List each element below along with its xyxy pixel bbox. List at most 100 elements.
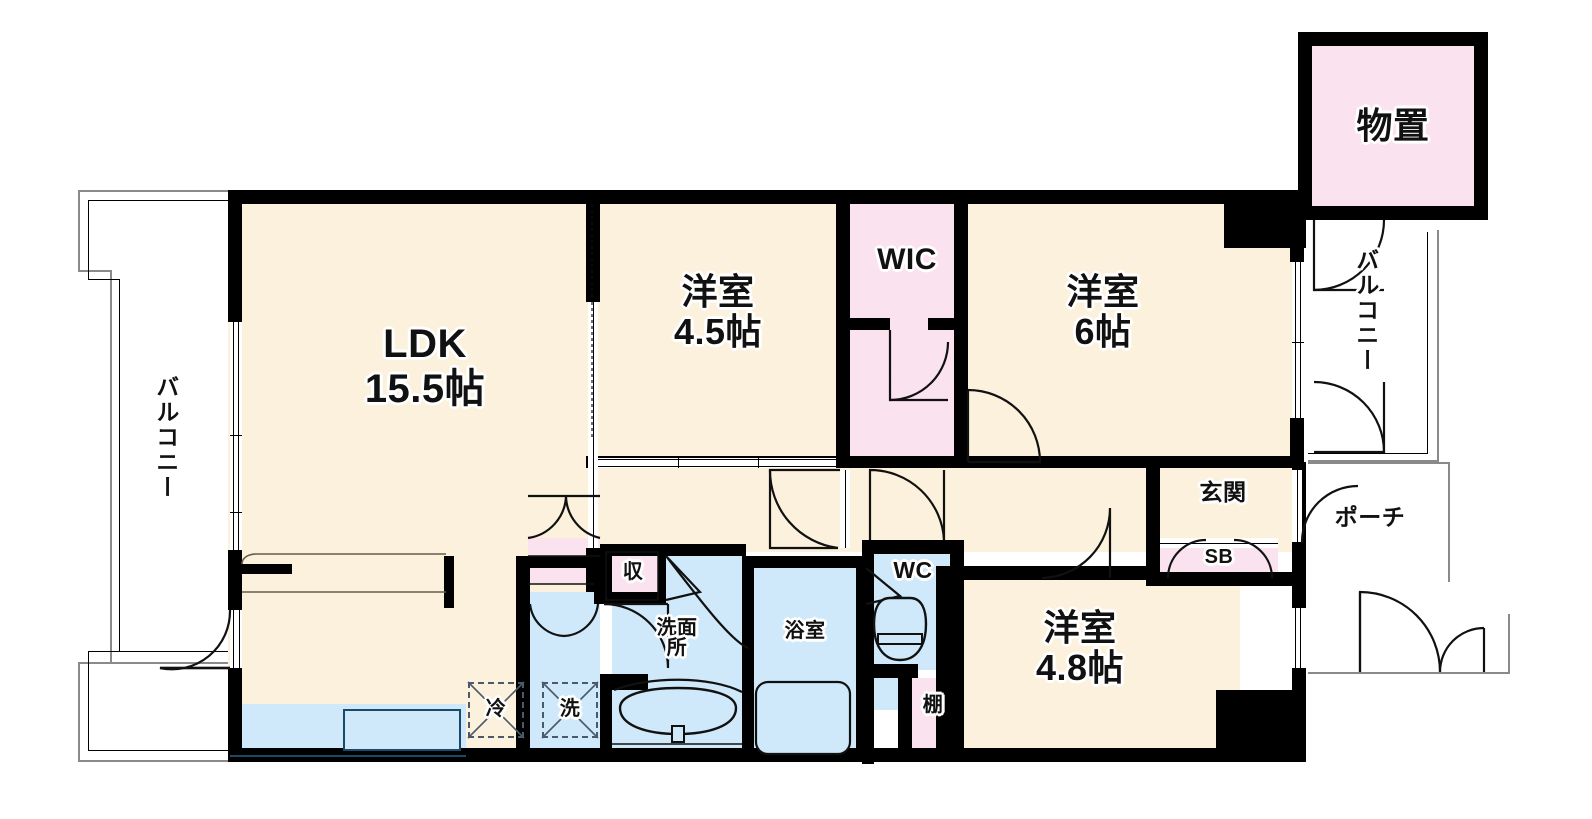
wall-shelf-left — [898, 664, 912, 762]
washitsu45-corridor-slider — [598, 458, 836, 468]
door-swing-entrance — [1300, 484, 1359, 543]
wall-washitsu48-notch — [1216, 690, 1306, 762]
wall-washer-right — [594, 556, 604, 604]
balcony-left-rail-left-c — [88, 651, 89, 751]
wall-wic-bottom — [836, 456, 968, 468]
wall-left-ldk-b — [228, 550, 242, 610]
wall-right-washitsu6-a — [1290, 248, 1304, 262]
wall-top-right-block — [1224, 190, 1300, 248]
room-genkan — [1160, 470, 1300, 542]
balcony-left-rail-bottom — [88, 651, 231, 652]
wic-door-jamb-left — [848, 318, 890, 330]
w6-win-line-2 — [1300, 262, 1301, 418]
ldk-window-line-2 — [238, 322, 239, 550]
wall-washitsu6-bottom — [968, 456, 1304, 468]
wall-corridor-bottom-a — [1146, 462, 1160, 552]
balcony-right-rail-bottom — [1308, 453, 1428, 454]
ldk-west-door-line-1 — [233, 610, 234, 668]
door-swing-ldk-west — [159, 609, 232, 671]
ldk-w45-slide-line — [593, 302, 594, 548]
wall-left-ldk-a — [228, 190, 242, 322]
wall-washroom-basin-left — [600, 674, 648, 690]
wall-kitchen-counter-right — [444, 556, 454, 608]
w45-slider-tick-b — [758, 458, 759, 468]
balcony-left-outline-top — [78, 190, 230, 192]
balcony-left-outline-bottom2 — [78, 760, 230, 762]
porch-outline-bevel — [1448, 560, 1450, 562]
door-leaf-w45-line — [845, 470, 846, 548]
wall-washitsu48-top — [936, 566, 1160, 580]
w6-win-tick — [1292, 342, 1304, 343]
fridge-box — [468, 682, 524, 738]
balcony-left-outline-left-a — [78, 190, 80, 272]
balcony-left-rail-step — [88, 279, 120, 280]
ldk-window-tick-2 — [230, 512, 242, 513]
room-washitsu-6-ext — [1238, 248, 1300, 462]
w48-win-line-2 — [1300, 608, 1301, 668]
porch-outline-top — [1308, 462, 1450, 464]
label-balcony-right: バルコニー — [1352, 248, 1379, 373]
wall-shelf-right — [950, 664, 964, 762]
wall-storage-bottom — [1298, 206, 1488, 220]
porch-outline-bottom — [1308, 672, 1510, 674]
w45-slider-tick-a — [678, 458, 679, 468]
wall-wc-top — [862, 540, 964, 554]
porch-outline-right-a — [1448, 462, 1450, 582]
label-porch: ポーチ — [1334, 504, 1406, 530]
ldk-window-tick-1 — [230, 435, 242, 436]
wall-washitsu45-wic — [836, 190, 850, 468]
washitsu48-east-window — [1292, 608, 1304, 668]
closet-strip-lower — [528, 568, 594, 584]
room-bathroom — [748, 568, 858, 760]
label-balcony-left: バルコニー — [152, 375, 179, 500]
w45-slider-line-a — [598, 459, 836, 460]
room-washitsu-4-5 — [598, 192, 838, 462]
wall-kitchen-counter-stub — [242, 564, 292, 574]
balcony-left-outline-left-b — [110, 270, 112, 664]
door-swing-porch-a — [1358, 590, 1442, 673]
door-swing-balcony-right — [1313, 380, 1386, 454]
balcony-left-rail-left-b — [119, 279, 120, 652]
washer-box — [542, 682, 598, 738]
balcony-left-rail-left-a — [88, 200, 89, 280]
door-swing-porch-b — [1438, 626, 1485, 673]
balcony-left-outline-left-c — [78, 662, 80, 762]
wall-bath-right — [856, 556, 868, 762]
wall-washroom-sho-right — [658, 544, 666, 602]
balcony-left-rail-bottom2 — [88, 750, 231, 751]
wall-washer-top — [516, 556, 598, 568]
w6-win-line-1 — [1295, 262, 1296, 418]
door-swing-storage — [1312, 219, 1386, 292]
wall-left-ldk-c — [228, 668, 242, 762]
wall-washroom-left-b — [600, 592, 666, 604]
balcony-right-outline-right — [1437, 230, 1439, 462]
wall-genkan-bottom — [1146, 572, 1306, 586]
ldk-west-door-line-2 — [239, 610, 240, 668]
wall-bath-left — [742, 556, 754, 762]
w48-win-line-1 — [1295, 608, 1296, 668]
ldk-window-line-1 — [233, 322, 234, 550]
genkan-sb-divider-line — [1160, 543, 1278, 544]
wall-bath-top — [742, 556, 868, 568]
room-storage — [1312, 44, 1474, 216]
balcony-left-outline-step — [78, 270, 112, 272]
wall-washitsu48-left — [936, 566, 950, 762]
wall-washroom-top — [600, 544, 746, 556]
washitsu6-east-window — [1292, 262, 1304, 418]
wall-wc-right — [950, 540, 964, 670]
closet-strip-upper — [528, 538, 600, 556]
porch-outline-right-b — [1508, 614, 1510, 674]
wall-storage-right — [1474, 32, 1488, 220]
balcony-left-rail-top — [88, 200, 231, 201]
wall-washroom-basin-base — [600, 674, 612, 762]
balcony-right-outline-bottom — [1308, 460, 1439, 462]
wall-balcony-right-left-a — [1292, 190, 1306, 248]
balcony-left-outline-bottom — [78, 662, 230, 664]
ldk-west-sliding-door — [230, 322, 242, 550]
wall-washitsu6-left — [954, 190, 968, 468]
wall-storage-top — [1298, 32, 1488, 46]
wall-right-washitsu6-b — [1290, 418, 1304, 464]
wall-storage-left — [1298, 32, 1312, 220]
ldk-west-door-opening — [230, 610, 242, 668]
